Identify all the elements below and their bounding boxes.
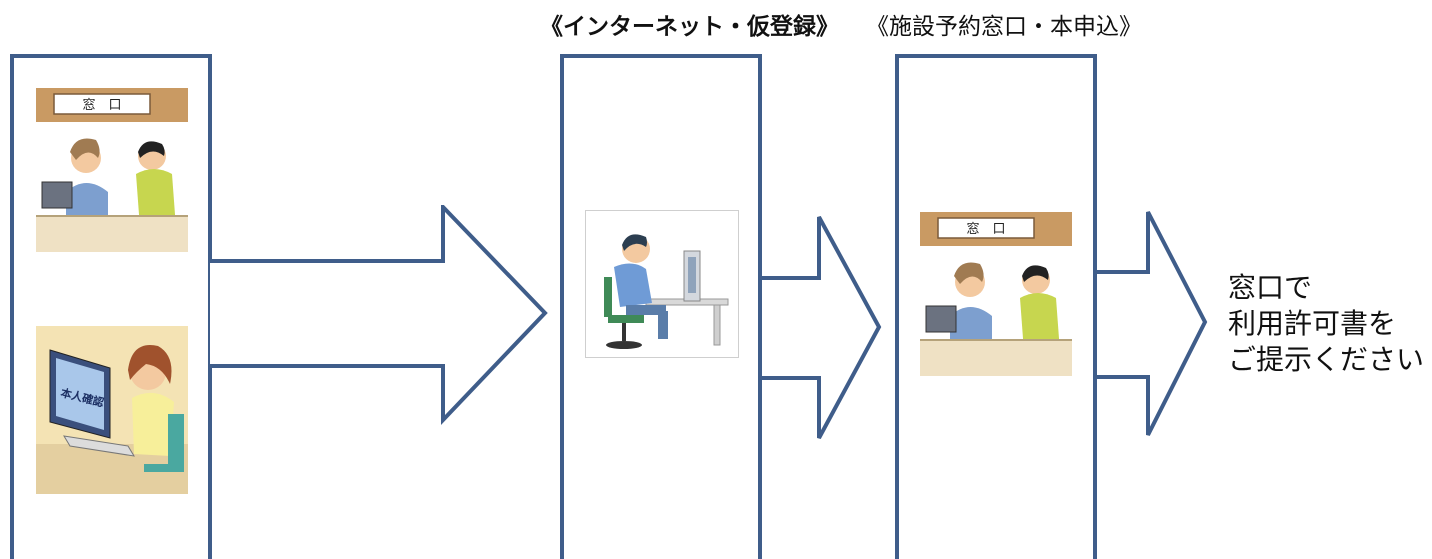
flow-arrow-1	[210, 205, 548, 425]
final-instruction: 窓口で 利用許可書を ご提示ください	[1228, 270, 1424, 378]
final-instruction-line-1: 窓口で	[1228, 271, 1313, 304]
final-instruction-line-3: ご提示ください	[1228, 343, 1425, 376]
internet-registration-illustration	[585, 210, 739, 358]
final-instruction-line-2: 利用許可書を	[1228, 307, 1397, 340]
facility-counter-illustration: 窓 口	[920, 212, 1072, 376]
identity-check-illustration: 本人確認	[36, 326, 188, 494]
step3-title: 《施設予約窓口・本申込》	[866, 14, 1142, 40]
step2-title: 《インターネット・仮登録》	[540, 14, 839, 40]
counter-sign-text: 窓 口	[82, 97, 121, 113]
flow-arrow-2	[762, 216, 882, 439]
counter-illustration: 窓 口	[36, 88, 188, 252]
flow-arrow-3	[1097, 211, 1208, 436]
facility-counter-sign-text: 窓 口	[966, 221, 1005, 237]
